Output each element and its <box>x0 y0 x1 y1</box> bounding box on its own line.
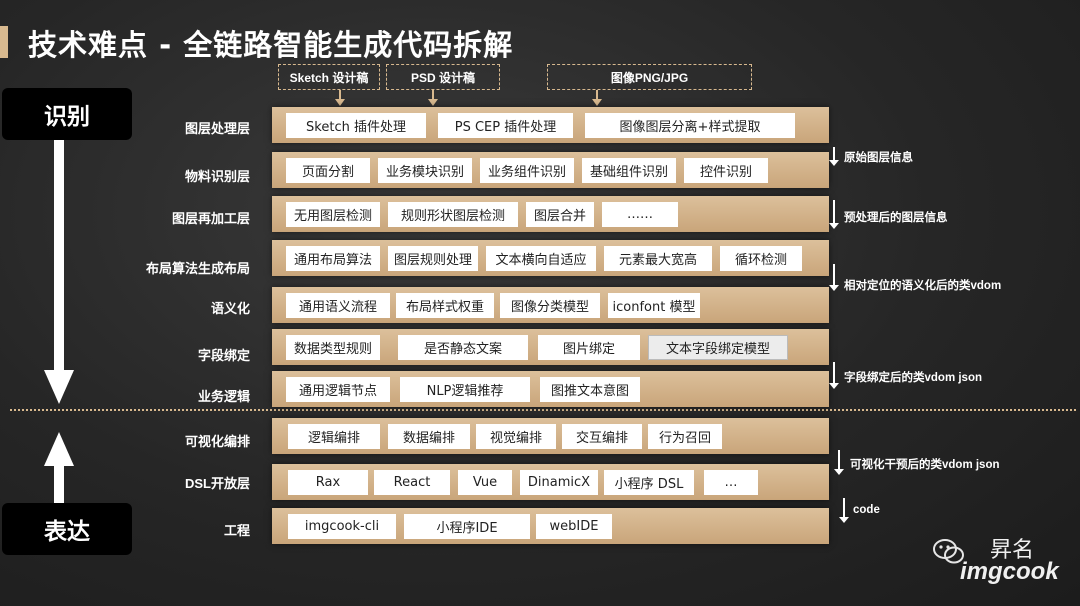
source-image: 图像PNG/JPG <box>547 64 752 90</box>
layer-chip: 数据类型规则 <box>286 335 380 360</box>
page-title: 技术难点 - 全链路智能生成代码拆解 <box>28 28 514 62</box>
layer-chip: 图像分类模型 <box>500 293 600 318</box>
layer-chip: Vue <box>458 470 512 495</box>
layer-chip: 文本横向自适应 <box>486 246 596 271</box>
layer-chip: React <box>374 470 450 495</box>
source-arrow <box>592 90 602 106</box>
layer-chip: 视觉编排 <box>476 424 556 449</box>
layer-chip: 逻辑编排 <box>288 424 380 449</box>
note-original-layers: 原始图层信息 <box>844 152 913 164</box>
layer-band: Sketch 插件处理 PS CEP 插件处理 图像图层分离+样式提取 <box>272 107 829 143</box>
source-psd: PSD 设计稿 <box>386 64 500 90</box>
layer-label-business-logic: 业务逻辑 <box>197 389 250 404</box>
layer-chip: 规则形状图层检测 <box>388 202 518 227</box>
layer-chip: 图片绑定 <box>538 335 640 360</box>
layer-chip: 图层合并 <box>526 202 594 227</box>
layer-label-layer-processing: 图层处理层 <box>184 121 250 136</box>
note-preprocessed-layers: 预处理后的图层信息 <box>844 212 948 224</box>
source-arrow <box>335 90 345 106</box>
up-arrow-head <box>44 432 74 466</box>
layer-label-field-binding: 字段绑定 <box>197 348 250 363</box>
layer-band: 无用图层检测 规则形状图层检测 图层合并 …… <box>272 196 829 232</box>
layer-band: 通用语义流程 布局样式权重 图像分类模型 iconfont 模型 <box>272 287 829 323</box>
note-code: code <box>853 504 880 516</box>
layer-chip: webIDE <box>536 514 612 539</box>
note-semantic-vdom: 相对定位的语义化后的类vdom <box>844 280 1002 292</box>
layer-chip: 通用布局算法 <box>286 246 380 271</box>
layer-chip: 图层规则处理 <box>388 246 478 271</box>
layer-chip: 控件识别 <box>684 158 768 183</box>
layer-band: 通用逻辑节点 NLP逻辑推荐 图推文本意图 <box>272 371 829 407</box>
layer-band: 数据类型规则 是否静态文案 图片绑定 文本字段绑定模型 <box>272 329 829 365</box>
layer-chip: iconfont 模型 <box>608 293 700 318</box>
phase-express: 表达 <box>2 503 132 555</box>
layer-chip: 布局样式权重 <box>396 293 494 318</box>
layer-chip: 图推文本意图 <box>540 377 640 402</box>
layer-label-dsl: DSL开放层 <box>184 476 250 491</box>
note-arrow <box>839 498 849 523</box>
layer-chip: 行为召回 <box>648 424 722 449</box>
layer-label-engineering: 工程 <box>223 523 250 538</box>
layer-label-layer-reprocessing: 图层再加工层 <box>171 211 250 226</box>
layer-chip: 图像图层分离+样式提取 <box>585 113 795 138</box>
layer-chip: 小程序 DSL <box>604 470 694 495</box>
layer-chip: 是否静态文案 <box>398 335 528 360</box>
layer-band: Rax React Vue DinamicX 小程序 DSL … <box>272 464 829 500</box>
layer-chip: 通用逻辑节点 <box>286 377 390 402</box>
phase-divider <box>10 409 1076 411</box>
layer-chip: Sketch 插件处理 <box>286 113 426 138</box>
layer-band: imgcook-cli 小程序IDE webIDE <box>272 508 829 544</box>
layer-label-material-recognition: 物料识别层 <box>184 169 250 184</box>
layer-band: 页面分割 业务模块识别 业务组件识别 基础组件识别 控件识别 <box>272 152 829 188</box>
layer-chip: DinamicX <box>520 470 598 495</box>
down-arrow-head <box>44 370 74 404</box>
up-arrow <box>54 464 64 506</box>
source-arrow <box>428 90 438 106</box>
layer-chip: 交互编排 <box>562 424 642 449</box>
layer-chip: 小程序IDE <box>404 514 530 539</box>
note-arrow <box>829 200 839 229</box>
layer-chip: 页面分割 <box>286 158 370 183</box>
layer-band: 通用布局算法 图层规则处理 文本横向自适应 元素最大宽高 循环检测 <box>272 240 829 276</box>
note-visual-vdom-json: 可视化干预后的类vdom json <box>850 459 1000 471</box>
note-bound-vdom-json: 字段绑定后的类vdom json <box>844 372 983 384</box>
layer-chip: 数据编排 <box>388 424 470 449</box>
layer-chip: …… <box>602 202 678 227</box>
layer-chip: … <box>704 470 758 495</box>
phase-recognize: 识别 <box>2 88 132 140</box>
note-arrow <box>829 147 839 166</box>
layer-chip: 业务模块识别 <box>378 158 472 183</box>
note-arrow <box>829 264 839 291</box>
layer-chip: 无用图层检测 <box>286 202 380 227</box>
wechat-icon <box>932 538 966 573</box>
watermark-name: 昇名 <box>990 537 1035 562</box>
layer-chip: 通用语义流程 <box>286 293 390 318</box>
title-accent-bar <box>0 26 8 58</box>
down-arrow <box>54 140 64 372</box>
layer-chip: 元素最大宽高 <box>604 246 712 271</box>
layer-chip: PS CEP 插件处理 <box>438 113 573 138</box>
layer-label-semantics: 语义化 <box>210 301 250 316</box>
layer-band: 逻辑编排 数据编排 视觉编排 交互编排 行为召回 <box>272 418 829 454</box>
layer-chip: Rax <box>288 470 368 495</box>
layer-label-layout-algorithm: 布局算法生成布局 <box>145 261 250 276</box>
source-sketch: Sketch 设计稿 <box>278 64 380 90</box>
note-arrow <box>834 450 844 475</box>
note-arrow <box>829 362 839 389</box>
layer-label-visual-orchestration: 可视化编排 <box>184 434 250 449</box>
layer-chip: imgcook-cli <box>288 514 396 539</box>
layer-chip: 循环检测 <box>720 246 802 271</box>
layer-chip: 基础组件识别 <box>582 158 676 183</box>
watermark-brand: imgcook <box>960 558 1059 585</box>
watermark: 昇名 imgcook <box>930 530 1060 590</box>
layer-chip: 业务组件识别 <box>480 158 574 183</box>
layer-chip: 文本字段绑定模型 <box>648 335 788 360</box>
layer-chip: NLP逻辑推荐 <box>400 377 530 402</box>
